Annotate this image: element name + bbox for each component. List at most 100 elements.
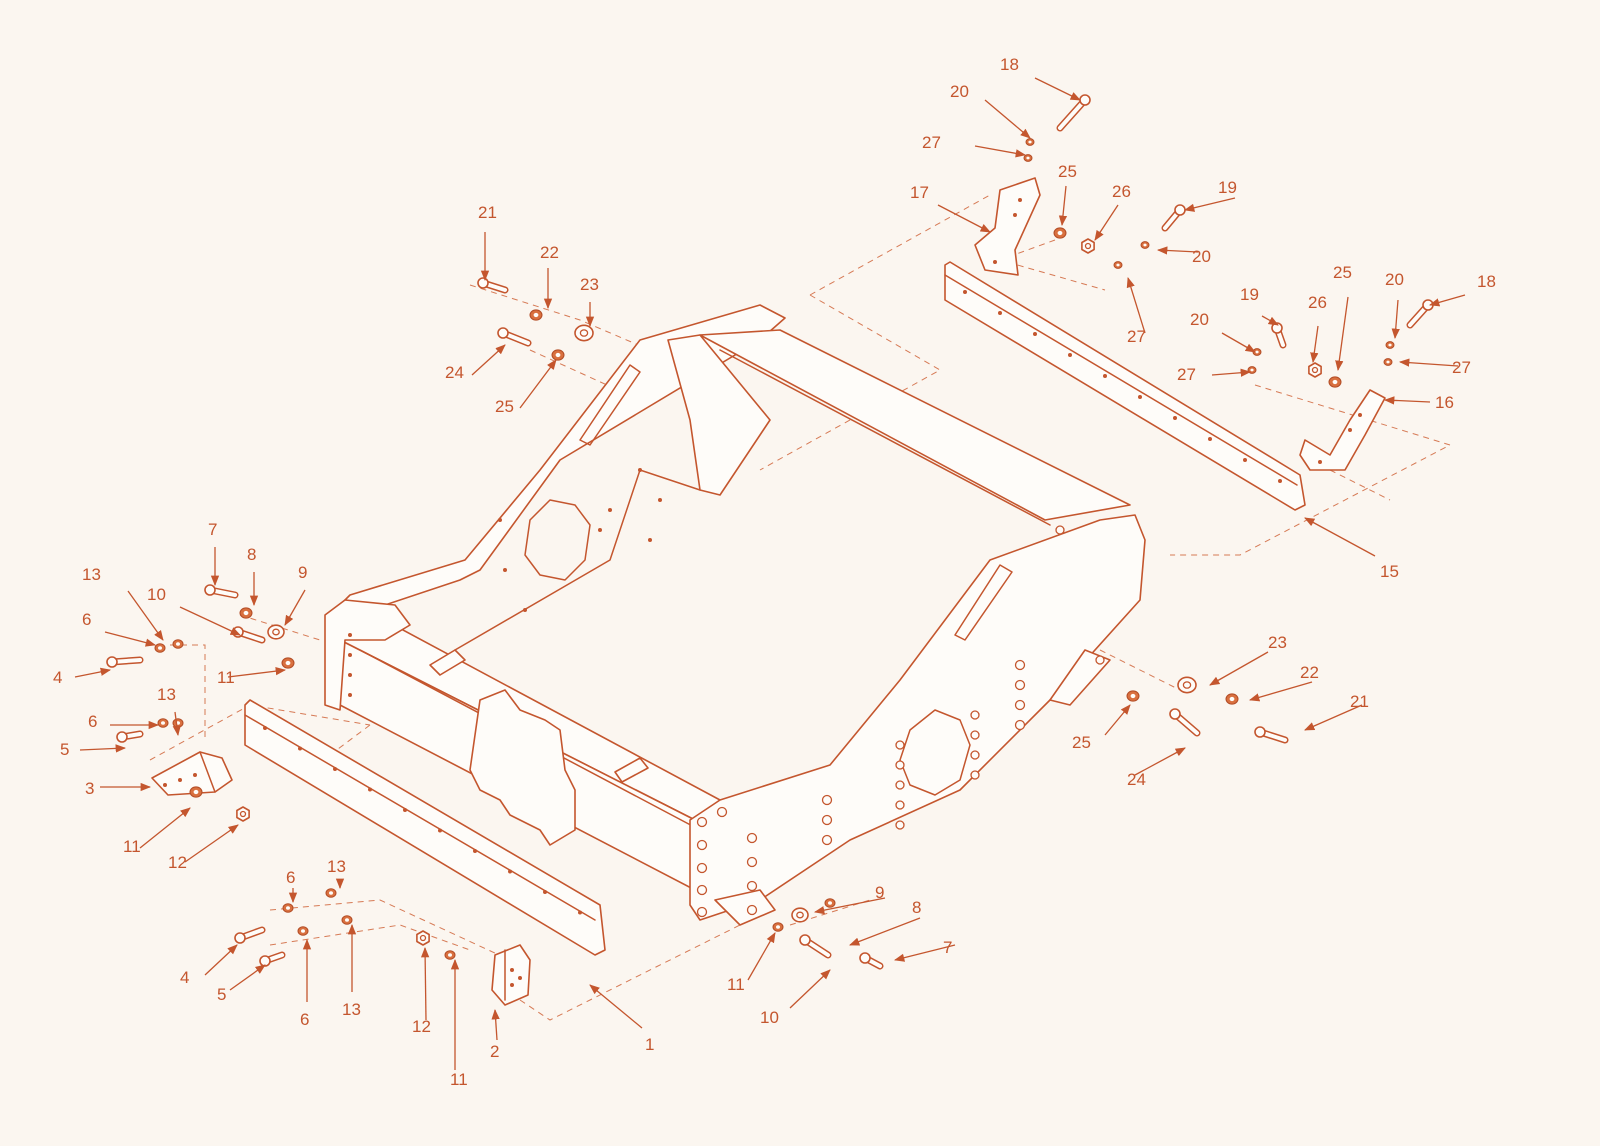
washer-hole bbox=[286, 906, 290, 910]
washer-hole bbox=[1250, 368, 1254, 372]
callout-3: 3 bbox=[85, 779, 94, 798]
frame-hole bbox=[696, 816, 708, 828]
washer-hole bbox=[329, 891, 333, 895]
washer-hole bbox=[448, 953, 452, 957]
leader-line bbox=[227, 667, 287, 678]
callout-23: 23 bbox=[580, 275, 599, 294]
bolt-head bbox=[116, 731, 128, 743]
callout-23: 23 bbox=[1268, 633, 1287, 652]
callout-18: 18 bbox=[1000, 55, 1019, 74]
frame-hole-patterns bbox=[348, 468, 1105, 918]
callout-16: 16 bbox=[1435, 393, 1454, 412]
leader-line bbox=[74, 667, 112, 678]
callout-13: 13 bbox=[327, 857, 346, 876]
bolt-head bbox=[106, 656, 118, 668]
rail-hole bbox=[403, 808, 407, 812]
leader-line bbox=[204, 944, 238, 976]
washer-hole bbox=[1229, 696, 1235, 702]
leader-lines bbox=[74, 77, 1466, 1070]
frame-hole bbox=[970, 710, 980, 720]
callout-15: 15 bbox=[1380, 562, 1399, 581]
frame-hole bbox=[895, 740, 905, 750]
callout-20: 20 bbox=[1192, 247, 1211, 266]
leader-line bbox=[471, 344, 506, 376]
washer-hole bbox=[1130, 693, 1136, 699]
leader-line bbox=[984, 99, 1031, 139]
leader-line bbox=[1058, 185, 1068, 227]
leader-line bbox=[1211, 368, 1252, 377]
frame-hole bbox=[821, 794, 833, 806]
leader-line bbox=[1183, 197, 1236, 212]
leader-line bbox=[1310, 325, 1319, 364]
rail-hole bbox=[333, 767, 337, 771]
leader-line bbox=[893, 944, 956, 962]
left-side-plate bbox=[334, 304, 786, 611]
leader-line bbox=[813, 897, 886, 915]
frame-hole bbox=[970, 770, 980, 780]
leader-line bbox=[420, 946, 430, 1021]
callout-12: 12 bbox=[168, 853, 187, 872]
callout-26: 26 bbox=[1308, 293, 1327, 312]
frame-hole bbox=[821, 814, 833, 826]
left-plate-octagon bbox=[524, 499, 591, 581]
frame-hole bbox=[658, 498, 662, 502]
leader-line bbox=[589, 984, 643, 1029]
leader-line bbox=[1134, 747, 1186, 776]
bolt-head bbox=[1174, 204, 1186, 216]
top-cross-beam bbox=[699, 329, 1131, 521]
right-plate-slot bbox=[954, 564, 1013, 641]
frame-hole bbox=[746, 880, 758, 892]
bolt-head bbox=[204, 584, 216, 596]
callout-25: 25 bbox=[495, 397, 514, 416]
mounting-plate bbox=[469, 689, 576, 846]
frame-hole bbox=[696, 839, 708, 851]
callout-labels: 1 2 3 4 4 5 5 6 6 6 6 7 7 8 8 9 9 10 10 … bbox=[53, 55, 1496, 1089]
washer-hole bbox=[555, 352, 561, 358]
hex-nut-hole bbox=[419, 934, 427, 942]
frame-hole bbox=[598, 528, 602, 532]
callout-10: 10 bbox=[760, 1008, 779, 1027]
leader-line bbox=[1304, 517, 1376, 557]
bolt-head bbox=[799, 934, 811, 946]
washer-hole bbox=[193, 789, 199, 795]
bolt-head bbox=[259, 955, 271, 967]
frame-hole bbox=[648, 538, 652, 542]
bolt-head bbox=[1254, 726, 1266, 738]
rail-hole bbox=[1208, 437, 1212, 441]
washer-hole bbox=[243, 610, 249, 616]
callout-11: 11 bbox=[727, 975, 745, 994]
part-17-bracket bbox=[974, 177, 1041, 276]
frame-hole bbox=[895, 780, 905, 790]
bolt-head bbox=[1169, 708, 1181, 720]
leader-line bbox=[1335, 296, 1349, 372]
bolt-head bbox=[1079, 94, 1091, 106]
callout-19: 19 bbox=[1218, 178, 1237, 197]
leader-line bbox=[284, 589, 306, 626]
callout-1: 1 bbox=[645, 1035, 654, 1054]
rail-hole bbox=[1138, 395, 1142, 399]
flat-washer-hole bbox=[1182, 681, 1192, 689]
part-1-front-rail bbox=[244, 699, 606, 956]
leader-line bbox=[229, 964, 266, 991]
frame-hole bbox=[895, 760, 905, 770]
callout-6: 6 bbox=[286, 868, 295, 887]
callout-11: 11 bbox=[217, 668, 235, 687]
callout-19: 19 bbox=[1240, 285, 1259, 304]
callout-11: 11 bbox=[123, 837, 141, 856]
callout-21: 21 bbox=[1350, 692, 1369, 711]
frame-hole bbox=[696, 884, 708, 896]
leader-line bbox=[747, 932, 776, 981]
rail-hole bbox=[1068, 353, 1072, 357]
callout-20: 20 bbox=[1385, 270, 1404, 289]
callout-9: 9 bbox=[298, 563, 307, 582]
callout-21: 21 bbox=[478, 203, 497, 222]
washer-hole bbox=[828, 901, 832, 905]
leader-line bbox=[1398, 358, 1459, 367]
frame-hole bbox=[1014, 679, 1026, 691]
callout-27: 27 bbox=[1127, 327, 1146, 346]
rail-hole bbox=[473, 849, 477, 853]
washer-hole bbox=[1386, 360, 1390, 364]
main-frame bbox=[324, 304, 1146, 926]
rail-hole bbox=[298, 746, 302, 751]
callout-20: 20 bbox=[1190, 310, 1209, 329]
